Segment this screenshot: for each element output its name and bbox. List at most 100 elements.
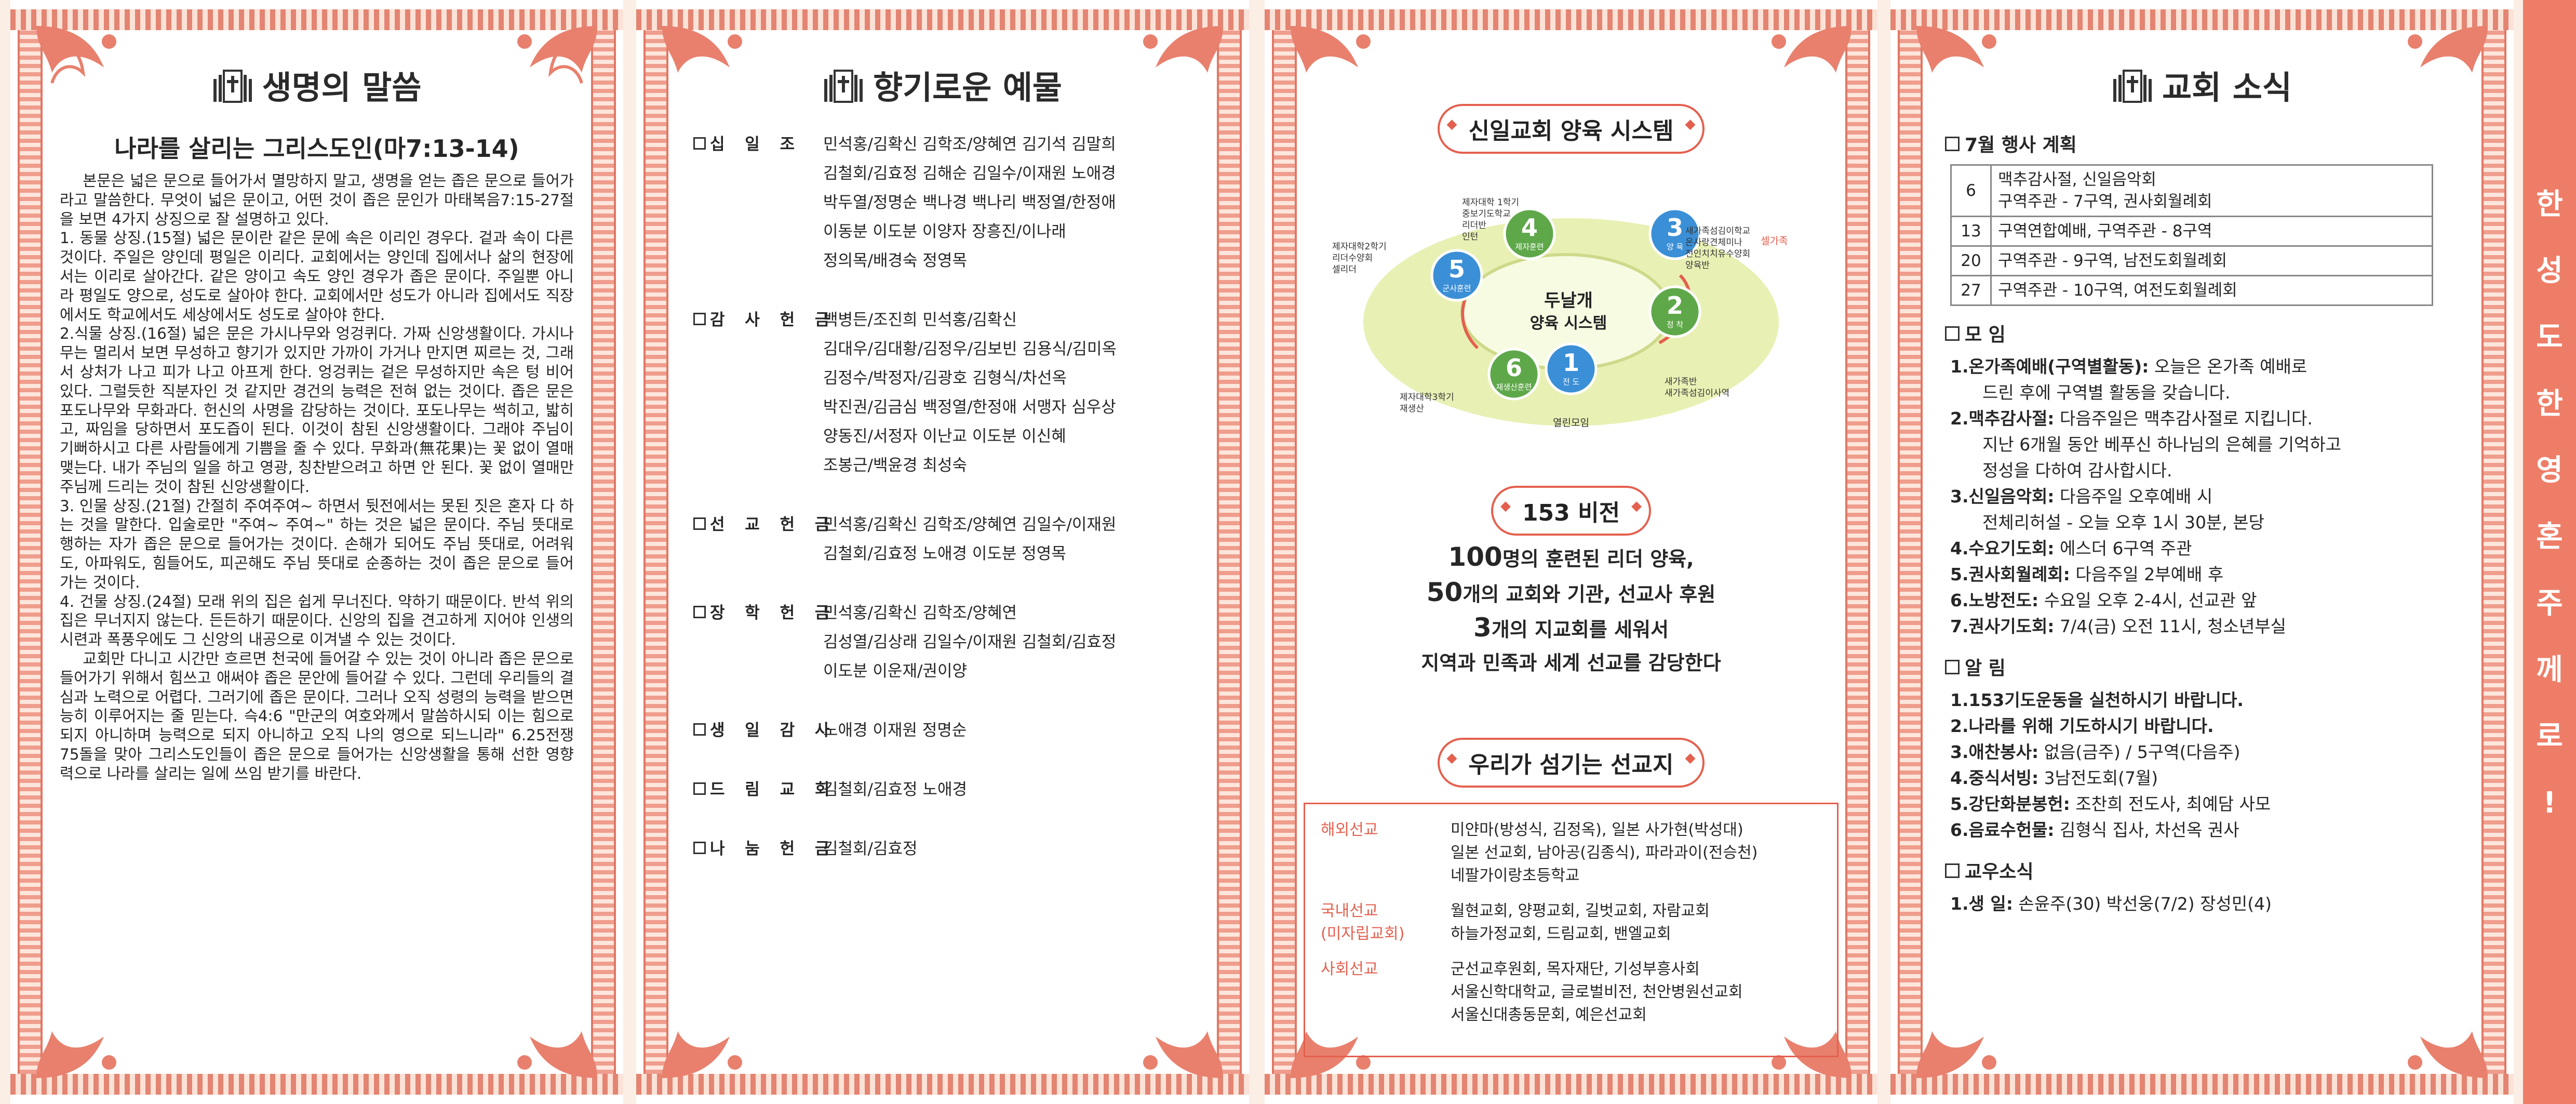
events-title: 7월 행사 계획 — [1965, 135, 2077, 156]
mission-item: 서울신대총동문회, 예은선교회 — [1451, 1006, 1647, 1024]
offering-label: 생 일 감 사 — [693, 716, 829, 745]
sermon-paragraph: 교회만 다니고 시간만 흐르면 천국에 들어갈 수 있는 것이 아니라 좁은 문… — [60, 649, 574, 782]
news-item: 3.신일음악회: 다음주일 오후예배 시 — [1950, 484, 2464, 510]
news-item-text: 손윤주(30) 박선웅(7/2) 장성민(4) — [2013, 894, 2272, 914]
vision-text: 개의 교회와 기관, 선교사 후원 — [1463, 583, 1716, 606]
offering-label-text: 나 눔 헌 금 — [710, 840, 837, 858]
vision-title: 153 비전 — [1491, 486, 1652, 536]
cross-book-icon — [213, 70, 252, 103]
heading-text: 생명의 말씀 — [262, 69, 422, 107]
offering-label: 감 사 헌 금 — [693, 305, 829, 480]
note-side: 셀가족 — [1761, 235, 1788, 247]
news-item: 1.153기도운동을 실천하시기 바랍니다. — [1950, 687, 2464, 713]
heading-text: 교회 소식 — [2162, 69, 2292, 107]
offering-label-text: 십 일 조 — [710, 135, 802, 154]
news-item: 2.맥추감사절: 다음주일은 맥추감사절로 지킵니다. — [1950, 406, 2464, 432]
note-1: 열린모임 — [1553, 417, 1589, 429]
event-desc: 구역주관 - 9구역, 남전도회월례회 — [1990, 245, 2433, 276]
corner-ornament-icon — [517, 26, 597, 84]
mission-item: 하늘가정교회, 드림교회, 밴엘교회 — [1451, 925, 1671, 943]
news-item-key: 6.노방전도: — [1950, 590, 2039, 610]
offering-label-text: 생 일 감 사 — [710, 721, 837, 740]
sermon-paragraph: 3. 인물 상징.(21절) 간절히 주여주여~ 하면서 뒷전에서는 못된 짓은… — [60, 497, 574, 591]
vision-line: 100명의 훈련된 리더 양육, — [1265, 540, 1877, 576]
corner-ornament-icon — [662, 1031, 742, 1078]
banner-char: 혼 — [2536, 520, 2563, 554]
frame-column-right — [1845, 30, 1870, 1074]
offering-name-line: 김철회/김효정 김해순 김일수/이재원 노애경 — [823, 164, 1116, 183]
news-item-text: 3남전도회(7월) — [2038, 768, 2158, 788]
sermon-paragraph: 4. 건물 상징.(24절) 모래 위의 집은 쉽게 무너진다. 약하기 때문이… — [60, 592, 574, 649]
heading-text: 향기로운 예물 — [873, 69, 1062, 107]
news-item-key: 1.153기도운동을 실천하시기 바랍니다. — [1950, 690, 2244, 710]
offering-name-line: 박두열/정명순 백나경 백나리 백정열/한정애 — [823, 193, 1116, 212]
corner-ornament-icon — [2408, 26, 2488, 73]
news-item: 1.생 일: 손윤주(30) 박선웅(7/2) 장성민(4) — [1950, 891, 2464, 917]
news-item-key: 2.나라를 위해 기도하시기 바랍니다. — [1950, 716, 2214, 736]
offering-name-line: 백병든/조진희 민석홍/김확신 — [823, 311, 1017, 329]
step-circle-2: 2정 착 — [1648, 285, 1701, 338]
step-circle-shape — [1648, 207, 1701, 260]
frame-band-top — [1890, 9, 2514, 30]
corner-ornament-icon — [2408, 1031, 2488, 1078]
system-title-pill: 신일교회 양육 시스템 — [1265, 104, 1877, 154]
sermon-paragraph: 1. 동물 상징.(15절) 넓은 문이란 같은 문에 속은 이리인 경우다. … — [60, 229, 574, 324]
frame-column-left — [1898, 30, 1923, 1074]
news-item: 5.권사회월례회: 다음주일 2부예배 후 — [1950, 562, 2464, 588]
corner-ornament-icon — [1291, 26, 1371, 73]
mission-item: 월현교회, 양평교회, 길벗교회, 자람교회 — [1451, 902, 1710, 920]
corner-ornament-icon — [1143, 1031, 1223, 1078]
checkbox-square-icon — [693, 842, 706, 854]
mission-item: 일본 선교회, 남아공(김종식), 파라과이(전승천) — [1451, 844, 1758, 862]
event-desc: 구역주관 - 10구역, 여전도회월례회 — [1990, 275, 2433, 306]
banner-char: 주 — [2536, 587, 2563, 620]
mission-item: 미얀마(방성식, 김정옥), 일본 사가현(박성대) — [1451, 821, 1743, 839]
members-title: 교우소식 — [1965, 861, 2034, 883]
checkbox-square-icon — [693, 606, 706, 618]
mission-title: 우리가 섬기는 선교지 — [1437, 738, 1705, 788]
vision-number: 100 — [1448, 542, 1502, 572]
offering-name-line: 민석홍/김확신 김학조/양혜연 김기석 김말희 — [823, 135, 1116, 154]
corner-ornament-icon — [1772, 1031, 1852, 1078]
news-item-text: 없음(금주) / 5구역(다음주) — [2038, 742, 2240, 762]
panel-nurture-system: 신일교회 양육 시스템 두날개 양육 시스템 1전 도2정 착3양 육4제자훈련… — [1265, 0, 1877, 1104]
checkbox-square-icon — [1945, 137, 1960, 151]
offering-name-line: 김정수/박정자/김광호 김형식/차선옥 — [823, 369, 1067, 388]
news-item-key: 1.온가족예배(구역별활동): — [1950, 356, 2149, 377]
step-number: 5 — [1448, 255, 1465, 283]
mission-category: 국내선교(미자립교회) — [1321, 900, 1451, 946]
mission-category-line: 해외선교 — [1321, 821, 1378, 839]
section-title: 7월 행사 계획 — [1945, 130, 2464, 157]
news-item: 6.노방전도: 수요일 오후 2-4시, 선교관 앞 — [1950, 588, 2464, 614]
sermon-paragraph: 2.식물 상징.(16절) 넓은 문은 가시나무와 엉겅퀴다. 가짜 신앙생활이… — [60, 325, 574, 496]
step-label: 군사훈련 — [1442, 284, 1471, 293]
offering-label: 십 일 조 — [693, 130, 823, 275]
frame-band-top — [1265, 9, 1877, 30]
system-title: 신일교회 양육 시스템 — [1437, 104, 1705, 154]
offering-name-line: 양동진/서정자 이난교 이도분 이신혜 — [823, 427, 1066, 446]
section-title: 알 림 — [1945, 653, 2464, 680]
corner-ornament-icon — [1916, 26, 1996, 73]
section-title: 모 임 — [1945, 320, 2464, 347]
news-item: 2.나라를 위해 기도하시기 바랍니다. — [1950, 713, 2464, 739]
page-title: 향기로운 예물 — [636, 61, 1249, 108]
frame-column-right — [1217, 30, 1242, 1074]
news-item-key: 2.맥추감사절: — [1950, 408, 2055, 429]
offering-name-line: 조봉근/백윤경 최성숙 — [823, 456, 967, 475]
news-item: 7.권사기도회: 7/4(금) 오전 11시, 청소년부실 — [1950, 614, 2464, 640]
checkbox-square-icon — [693, 137, 706, 150]
step-number: 6 — [1506, 354, 1522, 382]
